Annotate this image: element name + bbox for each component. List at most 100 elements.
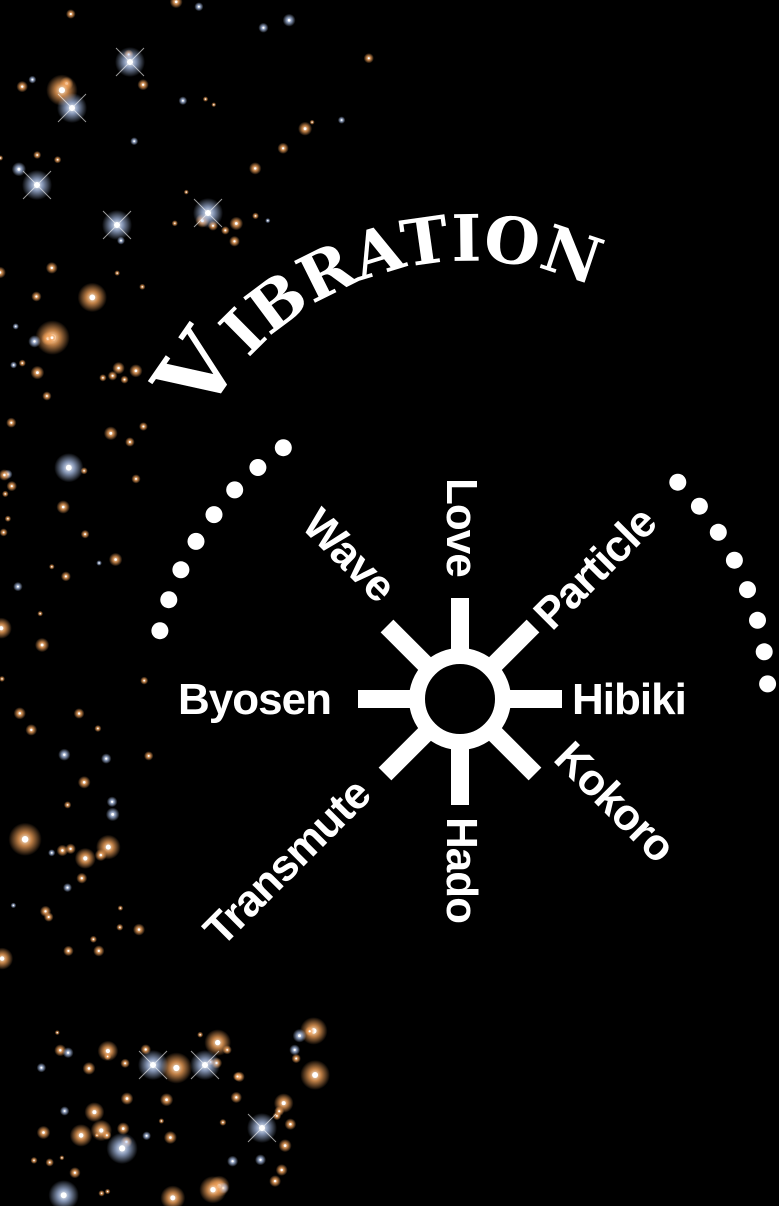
star-core — [237, 1076, 239, 1078]
star-core — [30, 729, 32, 731]
star-core — [84, 533, 86, 535]
star-core — [42, 1131, 45, 1134]
star-core — [142, 84, 144, 86]
star-core — [111, 813, 114, 816]
star-core — [112, 375, 114, 377]
star-core — [106, 1134, 108, 1136]
star-core — [120, 240, 122, 242]
star-core — [46, 395, 48, 397]
star-core — [51, 336, 54, 339]
star-core — [278, 1110, 280, 1112]
arc-dot — [151, 622, 168, 639]
star-core — [7, 518, 8, 519]
star-core — [119, 1145, 125, 1151]
star-core — [148, 755, 150, 757]
star-core — [117, 273, 118, 274]
star-core — [124, 379, 126, 381]
star-core — [341, 119, 342, 120]
star-core — [109, 432, 112, 435]
star-core — [182, 100, 184, 102]
star-core — [0, 956, 4, 960]
hub — [417, 656, 503, 742]
label-hibiki: Hibiki — [572, 675, 686, 724]
star-core — [107, 1056, 108, 1057]
star-core — [255, 215, 256, 216]
star-core — [186, 192, 187, 193]
star-core — [51, 852, 52, 853]
arc-dot — [160, 591, 177, 608]
label-love: Love — [437, 478, 486, 577]
star-core — [233, 240, 235, 242]
star-core — [36, 371, 39, 374]
star-core — [78, 712, 80, 714]
star-core — [22, 362, 23, 363]
star-core — [143, 680, 145, 682]
star-core — [35, 296, 37, 298]
star-core — [282, 147, 284, 149]
star-core — [205, 99, 206, 100]
star-core — [284, 1144, 287, 1147]
star-core — [66, 465, 72, 471]
star-core — [70, 13, 72, 15]
star-core — [135, 478, 137, 480]
star-core — [17, 586, 19, 588]
star-core — [235, 1096, 237, 1098]
wheel — [358, 598, 562, 805]
star-core — [63, 754, 65, 756]
star-core — [62, 506, 65, 509]
arc-dot — [249, 459, 266, 476]
star-core — [11, 485, 13, 487]
arc-dot — [759, 675, 776, 692]
star-core — [59, 1049, 61, 1051]
star-core — [119, 927, 120, 928]
star-core — [175, 1, 178, 4]
star-core — [274, 1180, 276, 1182]
star-core — [122, 1127, 125, 1130]
star-core — [100, 854, 102, 856]
arc-dot — [226, 481, 243, 498]
star-core — [18, 168, 21, 171]
star-core — [259, 1159, 261, 1161]
star-core — [106, 845, 111, 850]
star-core — [19, 712, 21, 714]
star-core — [1, 678, 2, 679]
star-core — [281, 1169, 283, 1171]
star-core — [267, 220, 268, 221]
star-core — [97, 728, 98, 729]
star-core — [3, 532, 5, 534]
star-core — [57, 159, 58, 160]
star-core — [79, 1133, 84, 1138]
star-core — [117, 367, 119, 369]
star-core — [126, 1097, 129, 1100]
arc-dot — [206, 506, 223, 523]
star-core — [200, 1034, 201, 1035]
star-core — [51, 566, 52, 567]
star-core — [10, 422, 12, 424]
star-core — [67, 887, 69, 889]
arc-dot — [726, 552, 743, 569]
star-core — [93, 939, 94, 940]
star-core — [44, 910, 46, 912]
star-core — [33, 340, 35, 342]
star-core — [129, 441, 131, 443]
star-core — [289, 1123, 291, 1125]
star-core — [99, 1128, 103, 1132]
star-core — [83, 856, 87, 860]
star-core — [161, 1120, 162, 1121]
star-core — [51, 267, 53, 269]
star-core — [13, 905, 14, 906]
star-core — [70, 848, 72, 850]
star-core — [174, 223, 175, 224]
star-core — [111, 801, 113, 803]
star-core — [298, 1034, 301, 1037]
star-core — [22, 836, 29, 843]
star-core — [67, 1052, 69, 1054]
arc-dot — [172, 561, 189, 578]
star-core — [312, 1072, 318, 1078]
star-core — [107, 1191, 108, 1192]
label-byosen: Byosen — [178, 675, 331, 724]
arc-dot — [739, 581, 756, 598]
star-core — [124, 1062, 126, 1064]
